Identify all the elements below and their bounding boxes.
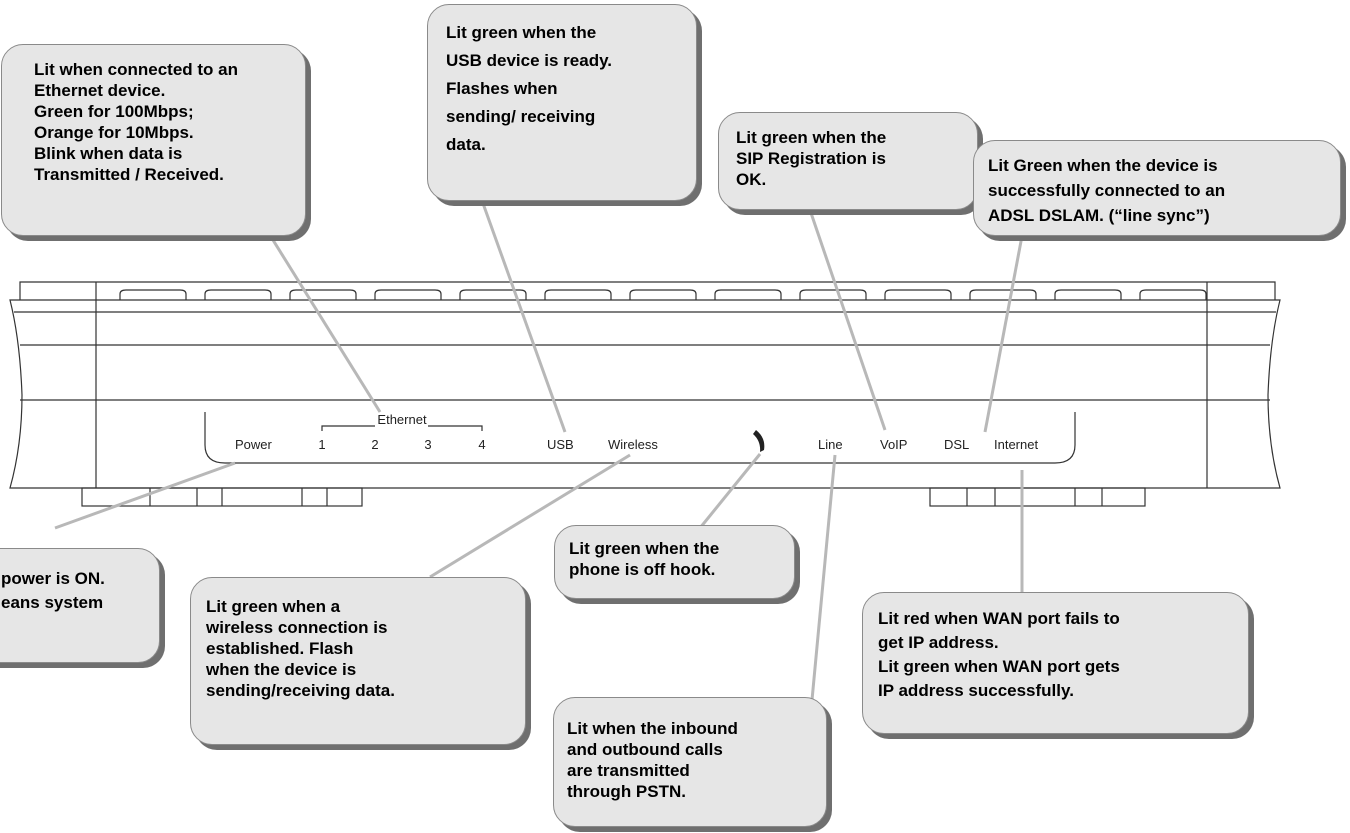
ethernet-port-3-label: 3 bbox=[424, 437, 431, 452]
dsl-led-label: DSL bbox=[944, 437, 969, 452]
leader-dsl bbox=[983, 235, 1024, 433]
leader-line bbox=[810, 454, 837, 701]
leader-phone bbox=[698, 453, 762, 529]
callout-voip-text: Lit green when the SIP Registration is O… bbox=[736, 128, 887, 189]
callout-power-text: power is ON. eans system bbox=[1, 569, 105, 612]
callout-wireless: Lit green when a wireless connection is … bbox=[190, 577, 526, 745]
power-led-label: Power bbox=[235, 437, 273, 452]
ethernet-port-4-label: 4 bbox=[478, 437, 485, 452]
led-panel-window bbox=[204, 412, 1076, 464]
ethernet-group-label: Ethernet bbox=[377, 412, 427, 427]
line-led-label: Line bbox=[818, 437, 843, 452]
router-feet bbox=[81, 487, 1146, 507]
callout-ethernet: Lit when connected to an Ethernet device… bbox=[1, 44, 306, 236]
callout-ethernet-text: Lit when connected to an Ethernet device… bbox=[34, 60, 239, 184]
leader-voip bbox=[808, 209, 887, 431]
leader-ethernet bbox=[266, 231, 382, 413]
internet-led-label: Internet bbox=[994, 437, 1038, 452]
callout-line-text: Lit when the inbound and outbound calls … bbox=[567, 719, 738, 801]
callout-wireless-text: Lit green when a wireless connection is … bbox=[206, 597, 395, 700]
ethernet-bracket bbox=[321, 425, 483, 431]
callout-usb-text: Lit green when the USB device is ready. … bbox=[446, 23, 612, 154]
usb-led-label: USB bbox=[547, 437, 574, 452]
callout-internet-text: Lit red when WAN port fails to get IP ad… bbox=[878, 609, 1120, 700]
callout-phone-text: Lit green when the phone is off hook. bbox=[569, 539, 720, 579]
voip-led-label: VoIP bbox=[880, 437, 907, 452]
ethernet-port-1-label: 1 bbox=[318, 437, 325, 452]
callout-line: Lit when the inbound and outbound calls … bbox=[553, 697, 827, 827]
callout-dsl: Lit Green when the device is successfull… bbox=[973, 140, 1341, 236]
leader-usb bbox=[478, 194, 567, 433]
ethernet-port-2-label: 2 bbox=[371, 437, 378, 452]
callout-internet: Lit red when WAN port fails to get IP ad… bbox=[862, 592, 1249, 734]
leader-lines bbox=[54, 194, 1024, 701]
router-body bbox=[9, 299, 1281, 489]
phone-handset-icon bbox=[753, 430, 765, 452]
wireless-led-label: Wireless bbox=[608, 437, 658, 452]
router-top-ridge bbox=[19, 281, 1276, 300]
callout-dsl-text: Lit Green when the device is successfull… bbox=[988, 156, 1226, 225]
callout-voip: Lit green when the SIP Registration is O… bbox=[718, 112, 978, 210]
router-vent-tabs bbox=[119, 289, 1207, 300]
leader-wireless bbox=[429, 453, 631, 579]
callout-phone: Lit green when the phone is off hook. bbox=[554, 525, 795, 599]
leader-power bbox=[54, 461, 236, 530]
callout-usb: Lit green when the USB device is ready. … bbox=[427, 4, 697, 201]
callout-power: power is ON. eans system bbox=[0, 548, 160, 663]
